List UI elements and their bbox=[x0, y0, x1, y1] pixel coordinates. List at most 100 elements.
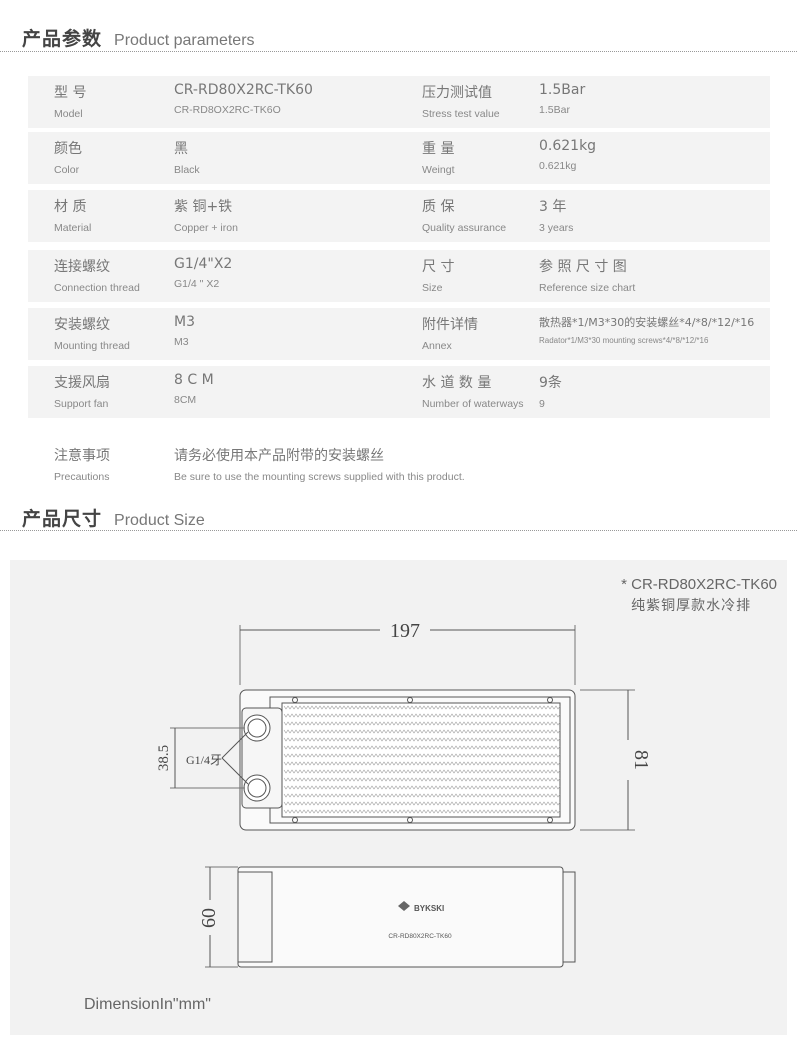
fin-row bbox=[283, 737, 561, 742]
param-label-en: Support fan bbox=[54, 398, 109, 410]
side-view-tank bbox=[237, 871, 273, 963]
param-value-en: Copper + iron bbox=[174, 222, 238, 234]
param-label-en: Color bbox=[54, 164, 80, 176]
param-value-en: G1/4 " X2 bbox=[174, 278, 220, 290]
param-value-cn: 0.621kg bbox=[539, 138, 597, 154]
size-title-cn: 产品尺寸 bbox=[22, 508, 103, 530]
screw-hole bbox=[292, 817, 298, 823]
fin-core bbox=[281, 702, 561, 818]
fin-row bbox=[283, 745, 561, 750]
fin-row bbox=[283, 793, 561, 798]
param-value-cn: 1.5Bar bbox=[539, 82, 586, 98]
param-value-cn: 8 C M bbox=[174, 372, 214, 388]
param-row: 材 质 Material 紫 铜+铁 Copper + iron 质 保 Quality … bbox=[28, 190, 770, 242]
param-label-cn: 压力测试值 bbox=[422, 85, 492, 101]
param-value-cn: 3 年 bbox=[539, 199, 567, 215]
fin-row bbox=[283, 777, 561, 782]
params-section-header: 产品参数 Product parameters bbox=[22, 24, 255, 51]
param-label-cn: 水 道 数 量 bbox=[422, 375, 492, 391]
size-section-header: 产品尺寸 Product Size bbox=[22, 504, 205, 531]
fin-row bbox=[283, 753, 561, 758]
param-label-cn: 型 号 bbox=[54, 85, 87, 101]
leader-line bbox=[221, 731, 249, 759]
screw-hole bbox=[292, 697, 298, 703]
param-value-cn: 参 照 尺 寸 图 bbox=[539, 259, 627, 275]
param-label-cn: 支援风扇 bbox=[54, 375, 110, 391]
precautions-label-en: Precautions bbox=[54, 471, 110, 483]
param-label-en: Mounting thread bbox=[54, 340, 130, 352]
param-value-cn: 紫 铜+铁 bbox=[174, 199, 233, 215]
param-label-cn: 连接螺纹 bbox=[54, 259, 110, 275]
param-value-en: CR-RD8OX2RC-TK6O bbox=[174, 104, 281, 116]
size-title-en: Product Size bbox=[114, 512, 205, 529]
param-value-cn: CR-RD80X2RC-TK60 bbox=[174, 82, 313, 98]
fin-row bbox=[283, 801, 561, 806]
param-value-cn: M3 bbox=[174, 314, 195, 330]
param-label-en: Connection thread bbox=[54, 282, 140, 294]
fin-row bbox=[283, 705, 561, 710]
dim-height-label: 81 bbox=[630, 750, 652, 770]
param-label-en: Material bbox=[54, 222, 92, 234]
fin-row bbox=[283, 721, 561, 726]
screw-hole bbox=[407, 697, 413, 703]
dim-thickness-label: 60 bbox=[198, 908, 220, 928]
precautions-value-cn: 请务必使用本产品附带的安装螺丝 bbox=[174, 448, 384, 464]
param-value-en: Radator*1/M3*30 mounting screws*4/*8/*12… bbox=[539, 336, 709, 345]
side-view-body bbox=[237, 866, 564, 968]
divider bbox=[0, 51, 797, 52]
leader-line bbox=[221, 757, 249, 785]
precautions-row: 注意事项 Precautions 请务必使用本产品附带的安装螺丝 Be sure… bbox=[28, 440, 770, 492]
precautions-value-en: Be sure to use the mounting screws suppl… bbox=[174, 471, 465, 483]
param-label-en: Stress test value bbox=[422, 108, 500, 120]
side-model: CR-RD80X2RC-TK60 bbox=[388, 933, 452, 940]
param-value-en: 1.5Bar bbox=[539, 104, 570, 116]
screw-hole bbox=[547, 697, 553, 703]
port-top-inner bbox=[247, 718, 267, 738]
param-label-cn: 重 量 bbox=[422, 141, 455, 157]
port-bottom-inner bbox=[247, 778, 267, 798]
param-label-en: Number of waterways bbox=[422, 398, 524, 410]
param-label-en: Model bbox=[54, 108, 83, 120]
param-label-en: Quality assurance bbox=[422, 222, 507, 234]
screw-hole bbox=[547, 817, 553, 823]
brand-logo-icon bbox=[398, 901, 410, 911]
param-label-cn: 材 质 bbox=[54, 199, 87, 215]
params-title-cn: 产品参数 bbox=[22, 28, 103, 50]
fin-row bbox=[283, 761, 561, 766]
divider bbox=[0, 530, 797, 531]
param-value-cn: 黑 bbox=[174, 141, 188, 157]
fin-row bbox=[283, 809, 561, 814]
precautions-label-cn: 注意事项 bbox=[54, 448, 110, 464]
param-value-en: 3 years bbox=[539, 222, 574, 234]
param-value-en: 0.621kg bbox=[539, 160, 577, 172]
param-label-cn: 安装螺纹 bbox=[54, 317, 110, 333]
param-value-en: 9 bbox=[539, 398, 545, 410]
param-value-cn: 散热器*1/M3*30的安装螺丝*4/*8/*12/*16 bbox=[539, 316, 755, 329]
side-view-end bbox=[562, 871, 576, 963]
fin-row bbox=[283, 785, 561, 790]
dim-width-label: 197 bbox=[390, 620, 420, 642]
fin-row bbox=[283, 729, 561, 734]
fin-row bbox=[283, 769, 561, 774]
diagram-model: * CR-RD80X2RC-TK60 bbox=[621, 576, 777, 593]
diagram-desc: 纯紫铜厚款水冷排 bbox=[631, 598, 752, 614]
screw-hole bbox=[407, 817, 413, 823]
param-value-en: Black bbox=[174, 164, 200, 176]
fin-row bbox=[283, 713, 561, 718]
port-thread-label: G1/4牙 bbox=[186, 753, 222, 767]
param-label-en: Weingt bbox=[422, 164, 455, 176]
side-brand: BYKSKI bbox=[414, 904, 444, 913]
param-value-en: M3 bbox=[174, 336, 189, 348]
param-label-cn: 质 保 bbox=[422, 199, 455, 215]
param-value-cn: G1/4"X2 bbox=[174, 256, 233, 272]
param-label-cn: 附件详情 bbox=[422, 317, 478, 333]
param-label-en: Size bbox=[422, 282, 443, 294]
param-value-en: Reference size chart bbox=[539, 282, 636, 294]
param-label-cn: 尺 寸 bbox=[422, 259, 455, 275]
dimension-diagram: 197 81 38.5 G1/4牙 60 BYKSKI CR-RD80X2RC-… bbox=[10, 560, 787, 1035]
radiator-drawing: 197 81 38.5 G1/4牙 60 BYKSKI CR-RD80X2RC-… bbox=[156, 620, 652, 968]
dim-ports-label: 38.5 bbox=[156, 745, 172, 771]
